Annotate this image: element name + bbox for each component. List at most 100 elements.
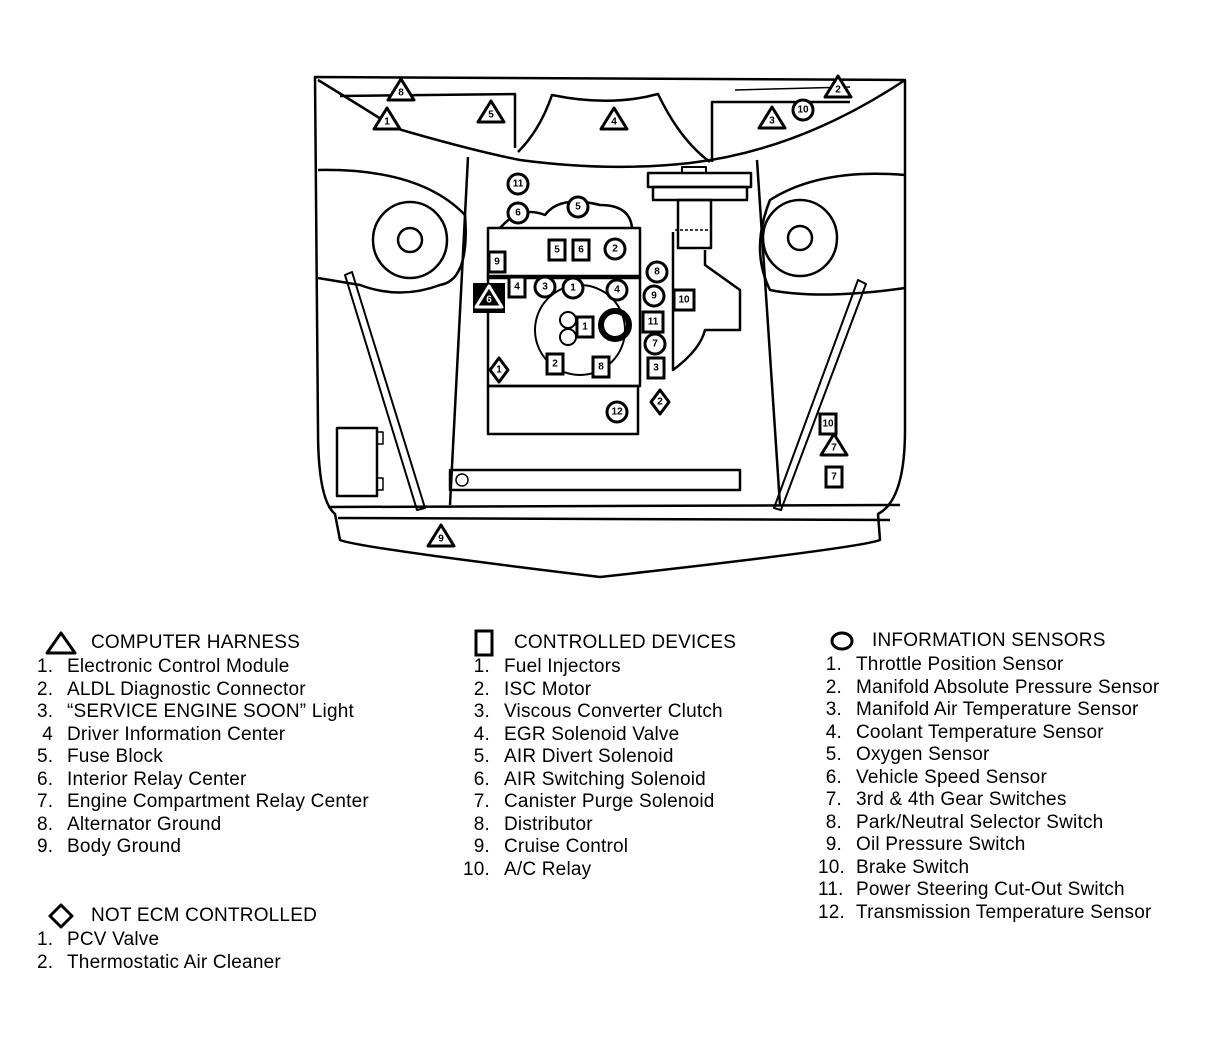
legend-item-label: Brake Switch <box>856 856 970 878</box>
legend-item: 1. Fuel Injectors <box>460 656 736 679</box>
legend-item-label: Coolant Temperature Sensor <box>856 721 1104 743</box>
legend-item-number: 8. <box>473 813 490 835</box>
marker-number: 1 <box>570 283 576 294</box>
legend-item-label: EGR Solenoid Valve <box>504 723 680 745</box>
legend-item-label: ALDL Diagnostic Connector <box>67 678 306 700</box>
marker-number: 11 <box>648 317 659 328</box>
marker-number: 2 <box>835 85 841 96</box>
legend-item: 5. Oxygen Sensor <box>818 744 1159 767</box>
legend-item-number: 1. <box>473 656 490 677</box>
legend-item-number: 7. <box>37 791 54 812</box>
legend-item-label: Vehicle Speed Sensor <box>856 766 1047 788</box>
legend-item-number: 2. <box>825 676 842 698</box>
right-dash-panel <box>710 100 850 162</box>
legend-item: 2. ALDL Diagnostic Connector <box>37 679 369 702</box>
legend-item-label: Interior Relay Center <box>67 768 247 790</box>
legend-item-number: 6. <box>37 768 54 790</box>
marker-number: 7 <box>831 472 837 483</box>
legend-item: 2.ISC Motor <box>460 679 736 702</box>
marker-number: 8 <box>654 267 660 278</box>
marker-number: 5 <box>554 245 560 256</box>
legend-item-number: 2. <box>37 951 54 973</box>
marker-number: 3 <box>653 363 659 374</box>
air-cleaner-lid <box>646 171 753 189</box>
legend-item: 5.Fuse Block <box>37 746 369 769</box>
legend-item-number: 7. <box>825 789 842 810</box>
bumper-line-1 <box>327 503 901 509</box>
legend-item-label: “SERVICE ENGINE SOON” Light <box>67 701 354 722</box>
radiator <box>448 468 742 492</box>
battery <box>335 426 379 498</box>
sensor-marker-8: 8 <box>645 260 669 284</box>
triangle-icon <box>37 630 85 656</box>
legend-item: 8.Distributor <box>460 814 736 837</box>
legend-item: 2. Manifold Absolute Pressure Sensor <box>818 677 1159 700</box>
legend-title: CONTROLLED DEVICES <box>514 631 737 653</box>
legend-item-number: 3. <box>473 701 490 722</box>
legend-item-number: 2. <box>37 678 54 700</box>
legend-item-label: Thermostatic Air Cleaner <box>67 951 281 973</box>
legend-item-number: 3. <box>37 701 54 722</box>
legend-item: 8.Alternator Ground <box>37 814 369 837</box>
legend-item-label: Fuse Block <box>67 746 163 767</box>
legend-item: 9.Body Ground <box>37 836 369 859</box>
legend-item-number: 8. <box>37 813 54 835</box>
legend-item-number: 4. <box>825 721 842 743</box>
legend-item: 7.Engine Compartment Relay Center <box>37 791 369 814</box>
legend-item-number: 6. <box>473 768 490 790</box>
sensor-marker-6: 6 <box>506 201 530 225</box>
legend-item-number: 1. <box>37 929 54 950</box>
marker-number: 6 <box>578 245 584 256</box>
legend-item-number: 5. <box>473 746 490 767</box>
legend-title: NOT ECM CONTROLLED <box>91 904 317 926</box>
device-marker-6: 6 <box>571 238 591 262</box>
not-ecm-marker-2: 2 <box>649 388 671 416</box>
marker-number: 5 <box>575 202 581 213</box>
legend-item-label: Oxygen Sensor <box>856 744 990 765</box>
marker-number: 7 <box>831 443 837 454</box>
marker-number: 9 <box>494 257 500 268</box>
legend-item-label: PCV Valve <box>67 929 160 950</box>
legend-item: 11.Power Steering Cut-Out Switch <box>818 879 1159 902</box>
sensor-marker-5: 5 <box>566 195 590 219</box>
right-brace <box>773 279 867 511</box>
rectangle-icon <box>460 628 508 658</box>
legend-item-number: 2. <box>473 678 490 700</box>
legend-item-label: Manifold Air Temperature Sensor <box>856 699 1139 720</box>
marker-number: 2 <box>657 397 663 408</box>
legend-item-label: Canister Purge Solenoid <box>504 791 715 812</box>
device-marker-7: 7 <box>824 465 844 489</box>
legend-item-number: 5. <box>825 744 842 765</box>
marker-number: 6 <box>486 295 492 306</box>
body-outline <box>313 75 907 579</box>
center-dash <box>517 92 711 164</box>
marker-number: 8 <box>398 88 404 99</box>
legend-item: 12. Transmission Temperature Sensor <box>818 902 1159 925</box>
device-marker-10: 10 <box>818 412 838 436</box>
harness-marker-8: 8 <box>386 77 416 102</box>
marker-number: 2 <box>552 359 558 370</box>
legend-item-label: Fuel Injectors <box>504 656 621 677</box>
legend-item-label: Manifold Absolute Pressure Sensor <box>856 676 1160 698</box>
legend-item-number: 1. <box>37 656 54 677</box>
legend-item: 4. Coolant Temperature Sensor <box>818 722 1159 745</box>
legend-item-number: 9. <box>37 836 54 857</box>
legend-item-label: Transmission Temperature Sensor <box>856 901 1152 923</box>
legend-item-label: Driver Information Center <box>67 723 286 745</box>
device-marker-11: 11 <box>641 310 665 334</box>
legend-item: 1.Electronic Control Module <box>37 656 369 679</box>
harness-marker-9: 9 <box>426 523 456 548</box>
legend-item-number: 12. <box>818 901 846 923</box>
legend-item: 9.Cruise Control <box>460 836 736 859</box>
device-marker-5: 5 <box>547 238 567 262</box>
not-ecm-marker-1: 1 <box>488 356 510 384</box>
harness-marker-5: 5 <box>476 99 506 124</box>
marker-number: 3 <box>769 116 775 127</box>
legend-item: 6. Interior Relay Center <box>37 769 369 792</box>
marker-number: 9 <box>651 291 657 302</box>
marker-number: 10 <box>797 105 809 116</box>
legend-item: 1.Throttle Position Sensor <box>818 654 1159 677</box>
sensor-marker-2: 2 <box>603 237 627 261</box>
